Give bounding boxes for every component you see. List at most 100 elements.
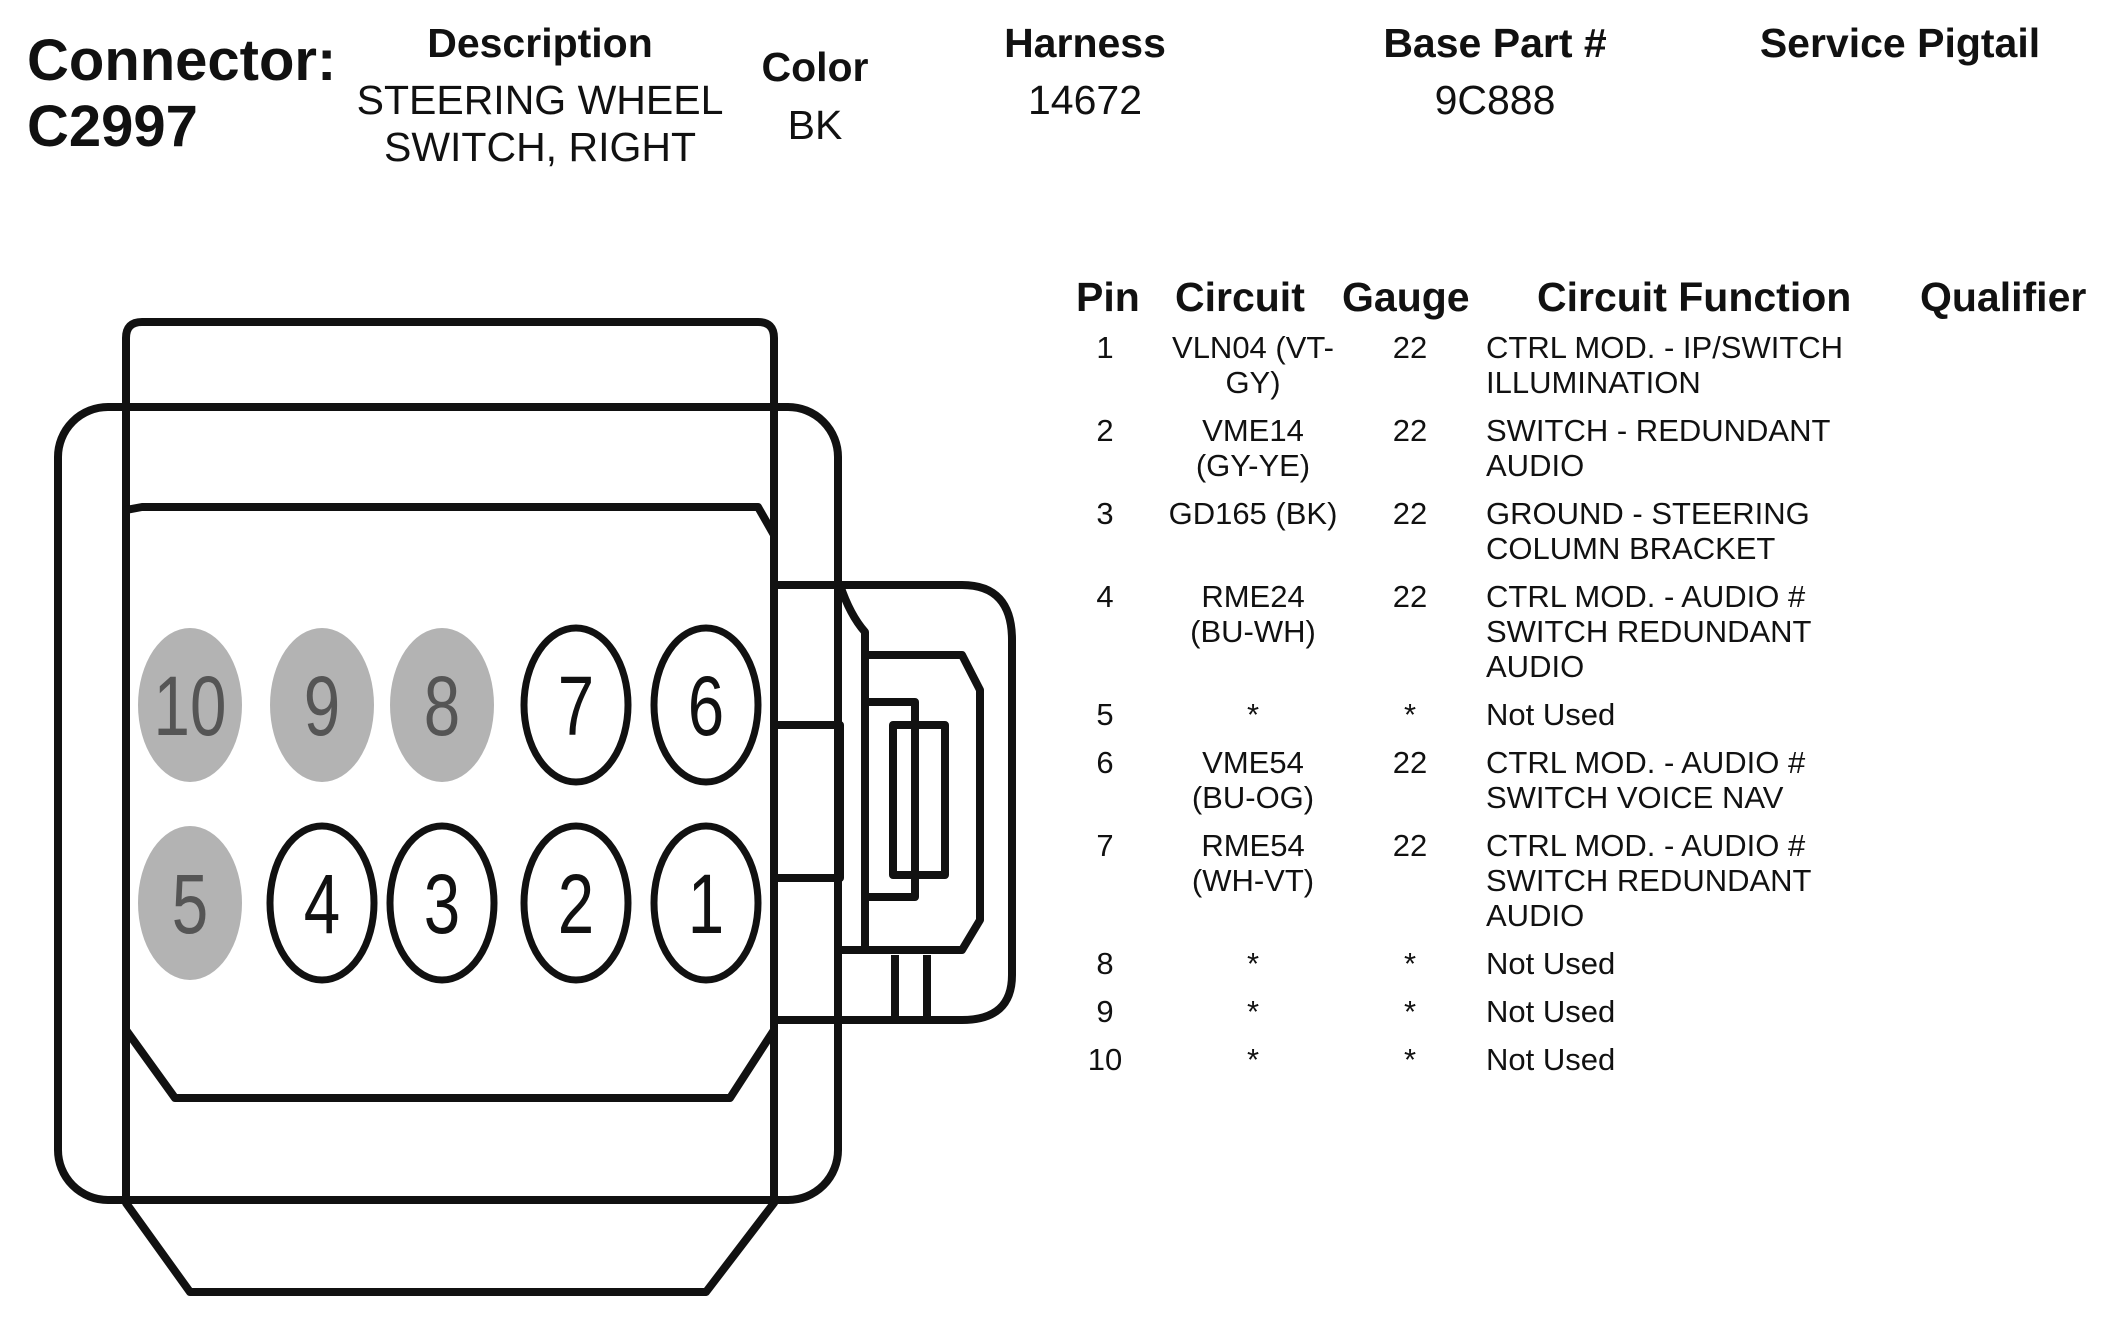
connector-face bbox=[122, 503, 778, 1102]
pin-cell: 1 bbox=[1096, 330, 1114, 365]
pin-cell: 4 bbox=[1096, 579, 1114, 614]
gauge-cell: * bbox=[1403, 994, 1417, 1029]
circuit-cell: VME54(BU-OG) bbox=[1191, 745, 1315, 815]
col-header-qualifier: Qualifier bbox=[1920, 274, 2087, 320]
pin-table: Pin Circuit Gauge Circuit Function Quali… bbox=[1060, 268, 2110, 1090]
pin-number-label: 8 bbox=[424, 659, 460, 753]
connector-id: C2997 bbox=[27, 94, 198, 159]
color-value: BK bbox=[787, 102, 843, 148]
header-harness: Harness 14672 bbox=[960, 20, 1210, 124]
table-row: 8 * * Not Used bbox=[1060, 946, 2110, 994]
function-cell: Not Used bbox=[1486, 946, 1616, 981]
pin-cavity-8: 8 bbox=[390, 628, 494, 782]
pin-cavity-10: 10 bbox=[138, 628, 242, 782]
circuit-cell: * bbox=[1246, 697, 1260, 732]
header-service-pigtail: Service Pigtail bbox=[1730, 20, 2070, 66]
pin-cell: 3 bbox=[1096, 496, 1114, 531]
gauge-cell: * bbox=[1403, 1042, 1417, 1077]
circuit-cell: VLN04 (VT-GY) bbox=[1172, 330, 1334, 400]
gauge-cell: 22 bbox=[1392, 745, 1428, 780]
col-header-pin: Pin bbox=[1076, 274, 1140, 320]
service-pigtail-label: Service Pigtail bbox=[1759, 20, 2041, 66]
table-row: 6 VME54(BU-OG) 22 CTRL MOD. - AUDIO #SWITCH… bbox=[1060, 745, 2110, 828]
function-cell: Not Used bbox=[1486, 697, 1616, 732]
gauge-cell: 22 bbox=[1392, 579, 1428, 614]
connector-label: Connector: bbox=[27, 28, 337, 93]
gauge-cell: 22 bbox=[1392, 496, 1428, 531]
col-header-circuit-function: Circuit Function bbox=[1537, 274, 1852, 320]
function-cell: Not Used bbox=[1486, 994, 1616, 1029]
pin-cavity-outline bbox=[390, 628, 494, 782]
pin-cell: 2 bbox=[1096, 413, 1114, 448]
function-cell: Not Used bbox=[1486, 1042, 1616, 1077]
pin-cavity-1: 1 bbox=[650, 822, 762, 984]
pin-cell: 8 bbox=[1096, 946, 1114, 981]
circuit-cell: * bbox=[1246, 946, 1260, 981]
pin-cavity-outline bbox=[650, 624, 762, 786]
pin-number-label: 1 bbox=[688, 857, 724, 951]
pin-cavity-7: 7 bbox=[520, 624, 632, 786]
table-row: 4 RME24(BU-WH) 22 CTRL MOD. - AUDIO #SWITCH… bbox=[1060, 579, 2110, 697]
description-label: Description bbox=[427, 20, 653, 66]
pin-cavity-2: 2 bbox=[520, 822, 632, 984]
pin-number-label: 10 bbox=[154, 659, 227, 753]
circuit-cell: GD165 (BK) bbox=[1168, 496, 1338, 531]
pin-cavity-4: 4 bbox=[266, 822, 378, 984]
pin-cavity-9: 9 bbox=[270, 628, 374, 782]
circuit-cell: * bbox=[1246, 1042, 1260, 1077]
pin-cavity-5: 5 bbox=[138, 826, 242, 980]
pin-cavity-outline bbox=[270, 628, 374, 782]
pin-cavity-outline bbox=[520, 822, 632, 984]
description-value: STEERING WHEEL SWITCH, RIGHT bbox=[356, 77, 724, 170]
pin-number-label: 9 bbox=[304, 659, 340, 753]
base-part-value: 9C888 bbox=[1434, 77, 1556, 123]
gauge-cell: 22 bbox=[1392, 330, 1428, 365]
pin-number-label: 5 bbox=[172, 857, 208, 951]
pin-number-label: 7 bbox=[558, 659, 594, 753]
pin-cavity-6: 6 bbox=[650, 624, 762, 786]
function-cell: CTRL MOD. - AUDIO #SWITCH VOICE NAV bbox=[1486, 745, 1806, 815]
pin-number-label: 6 bbox=[688, 659, 724, 753]
pin-number-label: 2 bbox=[558, 857, 594, 951]
pin-cell: 10 bbox=[1087, 1042, 1123, 1077]
pin-cavity-outline bbox=[520, 624, 632, 786]
gauge-cell: 22 bbox=[1392, 413, 1428, 448]
pin-number-label: 3 bbox=[424, 857, 460, 951]
table-header: Pin Circuit Gauge Circuit Function Quali… bbox=[1060, 268, 2110, 330]
gauge-cell: 22 bbox=[1392, 828, 1428, 863]
pin-cavity-outline bbox=[386, 822, 498, 984]
pin-cell: 6 bbox=[1096, 745, 1114, 780]
header-color: Color BK bbox=[735, 44, 895, 149]
pin-cell: 5 bbox=[1096, 697, 1114, 732]
gauge-cell: * bbox=[1403, 697, 1417, 732]
connector-title: Connector: C2997 bbox=[27, 28, 336, 160]
gauge-cell: * bbox=[1403, 946, 1417, 981]
col-header-circuit: Circuit bbox=[1175, 274, 1305, 320]
circuit-cell: RME54(WH-VT) bbox=[1191, 828, 1315, 898]
circuit-cell: VME14(GY-YE) bbox=[1195, 413, 1311, 483]
circuit-cell: RME24(BU-WH) bbox=[1190, 579, 1316, 649]
pin-cavity-3: 3 bbox=[386, 822, 498, 984]
pin-cavity-outline bbox=[650, 822, 762, 984]
harness-label: Harness bbox=[1004, 20, 1166, 66]
header-description: Description STEERING WHEEL SWITCH, RIGHT bbox=[325, 20, 755, 171]
col-header-gauge: Gauge bbox=[1342, 274, 1470, 320]
header-base-part: Base Part # 9C888 bbox=[1335, 20, 1655, 124]
pin-cavity-outline bbox=[266, 822, 378, 984]
table-row: 9**Not Used bbox=[1060, 994, 2110, 1042]
base-part-label: Base Part # bbox=[1383, 20, 1607, 66]
pin-cavity-outline bbox=[138, 628, 242, 782]
pin-cavity-outline bbox=[138, 826, 242, 980]
pin-number-label: 4 bbox=[304, 857, 340, 951]
